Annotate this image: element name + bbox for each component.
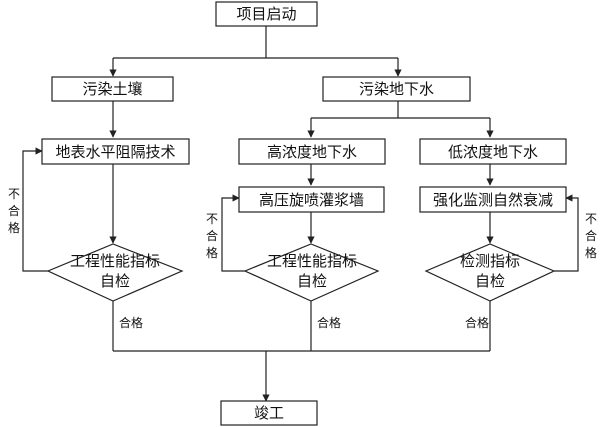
node-decision-1: 工程性能指标 自检 [46,243,184,302]
node-pollution-soil-text: 污染土壤 [82,80,142,98]
label-fail-right-3: 格 [585,245,597,260]
node-pollution-soil: 污染土壤 [51,76,174,102]
node-enhanced-monitoring: 强化监测自然衰减 [419,186,567,213]
node-pollution-groundwater: 污染地下水 [322,76,471,102]
node-low-concentration: 低浓度地下水 [419,138,567,165]
node-decision-2-line1: 工程性能指标 [267,252,357,270]
node-start-text: 项目启动 [236,5,296,23]
node-decision-3-line2: 自检 [475,272,505,290]
node-surface-barrier-text: 地表水平阻隔技术 [55,143,175,161]
labels: 不 合 格 不 合 格 不 合 格 合格 合格 合格 [8,187,597,330]
label-fail-mid-3: 格 [206,245,218,260]
label-fail-left-3: 格 [8,220,20,235]
edges [22,26,579,402]
label-pass-mid: 合格 [317,315,341,330]
label-pass-left: 合格 [119,315,143,330]
node-decision-3-line1: 检测指标 [460,252,520,270]
node-decision-2-line2: 自检 [297,272,327,290]
node-high-pressure-wall-text: 高压旋喷灌浆墙 [259,191,364,209]
node-decision-1-line2: 自检 [100,272,130,290]
label-fail-left-2: 合 [8,203,20,218]
node-surface-barrier: 地表水平阻隔技术 [41,138,190,165]
node-high-concentration-text: 高浓度地下水 [267,143,357,161]
node-high-concentration: 高浓度地下水 [238,138,386,165]
label-fail-right-1: 不 [585,212,597,226]
label-fail-mid-2: 合 [206,228,218,243]
edge-fail-loop-left [22,147,48,272]
label-fail-left-1: 不 [8,187,20,201]
node-start: 项目启动 [215,1,318,27]
node-end: 竣工 [220,400,318,426]
node-pollution-groundwater-text: 污染地下水 [359,80,434,98]
node-low-concentration-text: 低浓度地下水 [448,143,538,161]
node-enhanced-monitoring-text: 强化监测自然衰减 [433,191,553,209]
label-fail-right-2: 合 [585,228,597,243]
label-fail-mid-1: 不 [206,212,218,226]
label-pass-right: 合格 [465,315,489,330]
edge-fail-loop-mid [221,194,245,272]
node-decision-3: 检测指标 自检 [424,243,556,302]
node-decision-1-line1: 工程性能指标 [70,252,160,270]
node-end-text: 竣工 [254,404,284,422]
node-decision-2: 工程性能指标 自检 [243,243,380,302]
node-high-pressure-wall: 高压旋喷灌浆墙 [238,186,385,213]
edge-fail-loop-right [554,194,579,272]
